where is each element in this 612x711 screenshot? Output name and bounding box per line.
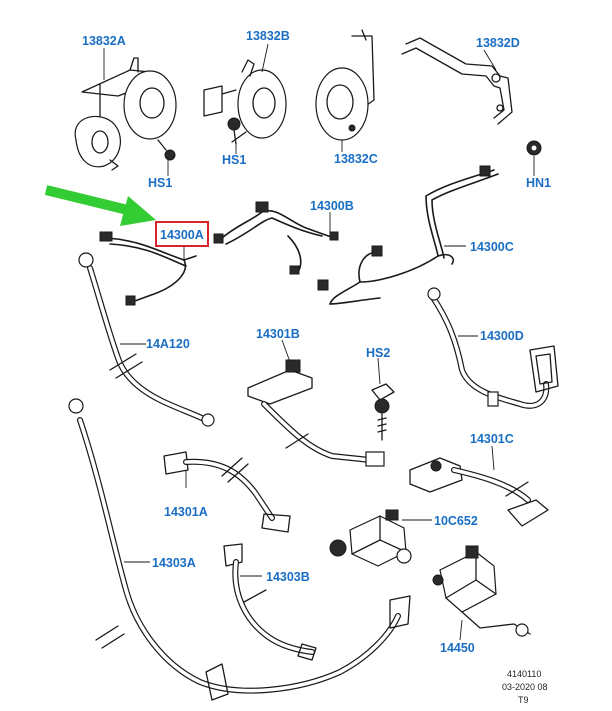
- cable-14303B[interactable]: [223, 543, 317, 661]
- bolt-hs1-right[interactable]: [227, 117, 241, 145]
- callout-14300A[interactable]: 14300A: [160, 228, 204, 242]
- callout-14A120[interactable]: 14A120: [146, 337, 190, 351]
- cable-14301A[interactable]: [163, 451, 291, 533]
- callout-14301C[interactable]: 14301C: [470, 432, 514, 446]
- drawing-code: 4140110: [507, 669, 541, 679]
- callout-14300D[interactable]: 14300D: [480, 329, 524, 343]
- callout-14303B[interactable]: 14303B: [266, 570, 310, 584]
- harness-14300C[interactable]: [317, 165, 499, 305]
- callout-hs1-right[interactable]: HS1: [222, 153, 246, 167]
- callout-14300B[interactable]: 14300B: [310, 199, 354, 213]
- horn-13832C[interactable]: [315, 29, 375, 141]
- cable-14301C[interactable]: [409, 457, 549, 527]
- callout-hn1[interactable]: HN1: [526, 176, 551, 190]
- callout-13832D[interactable]: 13832D: [476, 36, 520, 50]
- cable-14303A[interactable]: [68, 398, 411, 701]
- callout-14301A[interactable]: 14301A: [164, 505, 208, 519]
- horn-13832B[interactable]: [203, 59, 287, 143]
- highlight-box: [155, 221, 209, 247]
- terminal-14450[interactable]: [432, 545, 531, 637]
- cable-14A120[interactable]: [78, 252, 215, 427]
- callout-13832B[interactable]: 13832B: [246, 29, 290, 43]
- drawing-revision: T9: [518, 695, 529, 705]
- callout-hs2[interactable]: HS2: [366, 346, 390, 360]
- bracket-13832D[interactable]: [401, 37, 513, 125]
- nut-hn1[interactable]: [526, 140, 542, 156]
- leader-lines: [103, 43, 535, 641]
- harness-14300B[interactable]: [213, 201, 339, 275]
- callout-10C652[interactable]: 10C652: [434, 514, 478, 528]
- callout-14303A[interactable]: 14303A: [152, 556, 196, 570]
- drawing-date: 03-2020 08: [502, 682, 548, 692]
- cable-14300D[interactable]: [427, 287, 559, 409]
- callout-14450[interactable]: 14450: [440, 641, 475, 655]
- callout-14300C[interactable]: 14300C: [470, 240, 514, 254]
- callout-hs1-left[interactable]: HS1: [148, 176, 172, 190]
- bolt-hs2[interactable]: [371, 383, 395, 441]
- horn-13832A[interactable]: [74, 57, 177, 171]
- harness-14300A[interactable]: [99, 231, 197, 306]
- callout-13832C[interactable]: 13832C: [334, 152, 378, 166]
- callout-13832A[interactable]: 13832A: [82, 34, 126, 48]
- pointer-arrow: [44, 185, 156, 226]
- bolt-hs1-left[interactable]: [157, 139, 176, 161]
- cable-14301B[interactable]: [247, 359, 385, 467]
- callout-14301B[interactable]: 14301B: [256, 327, 300, 341]
- sensor-10C652[interactable]: [329, 509, 412, 567]
